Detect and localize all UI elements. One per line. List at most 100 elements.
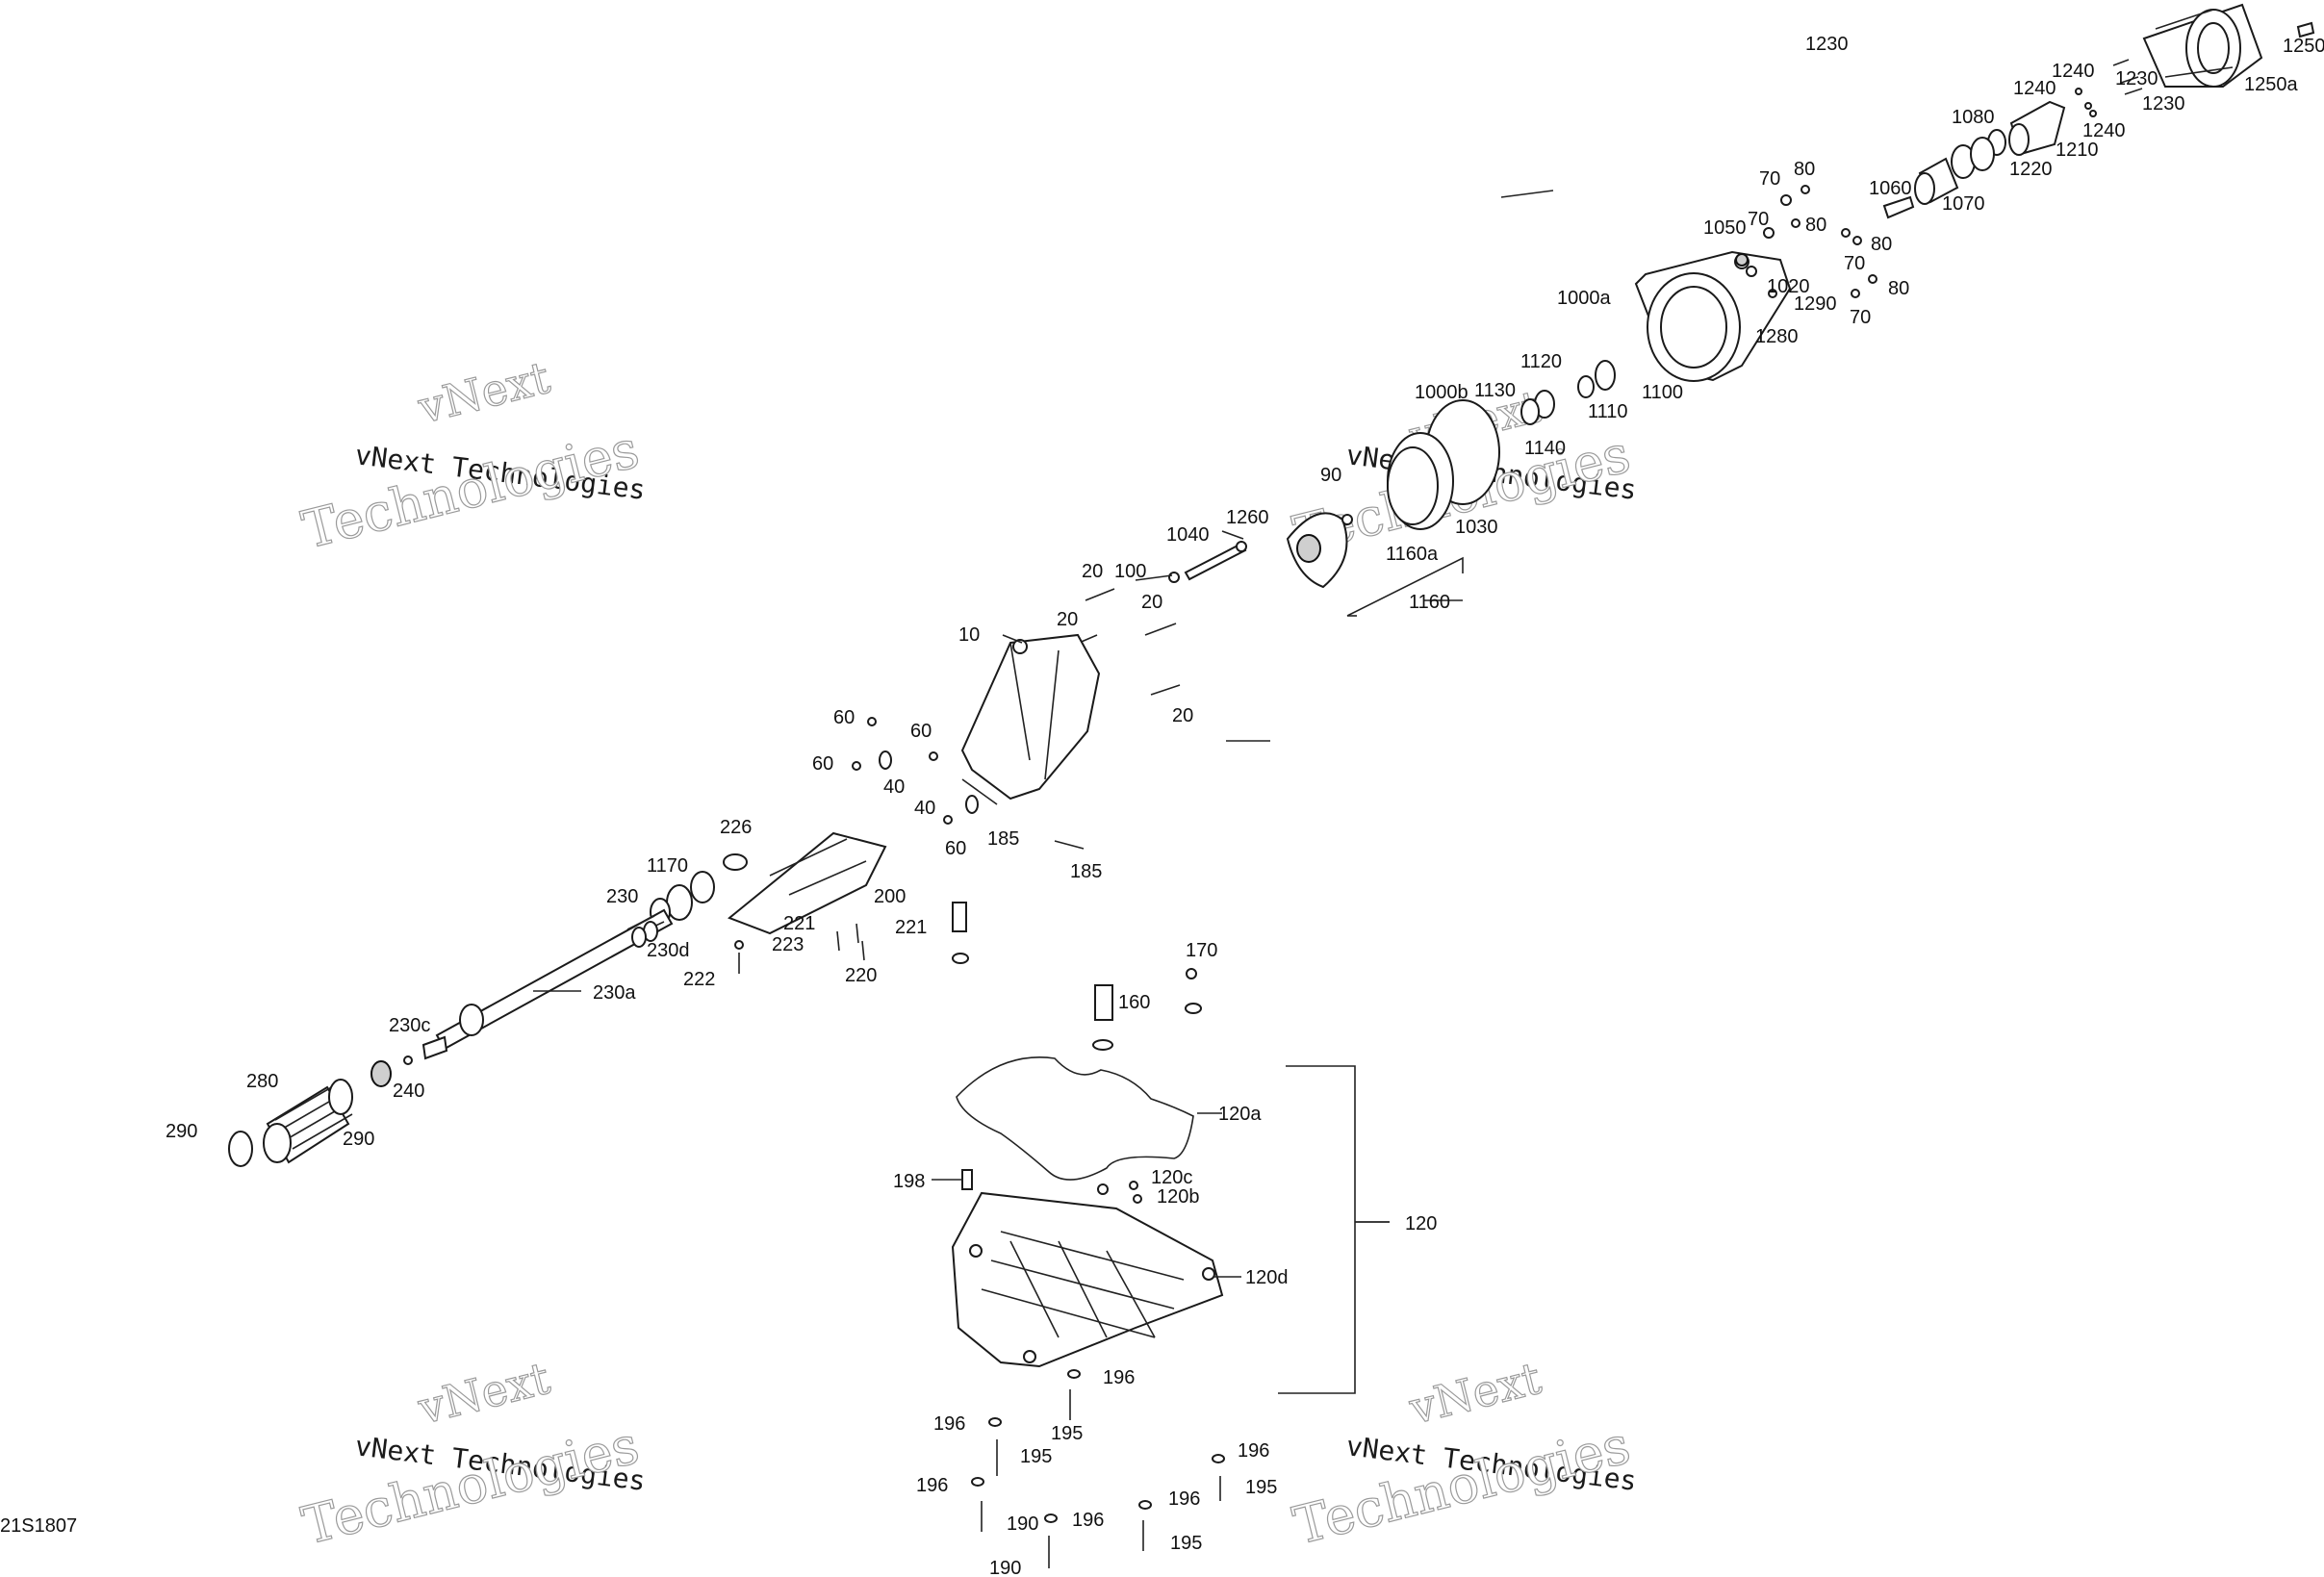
callout-80: 80 xyxy=(1871,234,1892,255)
callout-198: 198 xyxy=(893,1171,925,1192)
leader-lines xyxy=(533,190,1554,1278)
callout-1230: 1230 xyxy=(2115,68,2158,89)
part-60-40-fasteners xyxy=(852,717,979,825)
callout-1040: 1040 xyxy=(1166,524,1210,546)
watermark-vnext: vNext xyxy=(413,1352,555,1435)
callout-230: 230 xyxy=(606,886,638,907)
callout-1240: 1240 xyxy=(2013,78,2056,99)
callout-70: 70 xyxy=(1748,209,1769,230)
callout-185: 185 xyxy=(1070,861,1102,882)
callout-70: 70 xyxy=(1759,168,1780,190)
callout-80: 80 xyxy=(1888,278,1909,299)
part-10-support xyxy=(960,633,1101,801)
callout-labels: 1250b 1230 1240 1230 1250a 1240 1230 108… xyxy=(166,34,2324,1577)
part-1230-bolts xyxy=(2112,59,2143,95)
callout-1000a: 1000a xyxy=(1557,288,1611,309)
callout-1240: 1240 xyxy=(2052,61,2095,82)
callout-190: 190 xyxy=(1007,1513,1038,1535)
callout-160: 160 xyxy=(1118,992,1150,1013)
callout-1130: 1130 xyxy=(1474,380,1516,401)
part-1250b xyxy=(2296,21,2315,38)
callout-90: 90 xyxy=(1320,465,1341,486)
callout-60: 60 xyxy=(812,753,833,775)
callout-1230: 1230 xyxy=(2142,93,2185,114)
part-120d-ride-plate xyxy=(951,1191,1224,1368)
callout-1140: 1140 xyxy=(1524,438,1566,459)
part-190-195-196-screws xyxy=(971,1369,1225,1568)
callout-230d: 230d xyxy=(647,940,690,961)
callout-1070: 1070 xyxy=(1942,193,1985,215)
callout-20: 20 xyxy=(1057,609,1078,630)
callout-1220: 1220 xyxy=(2009,159,2053,180)
callout-1110: 1110 xyxy=(1588,401,1628,422)
callout-221: 221 xyxy=(783,913,815,934)
part-1070-ring xyxy=(1914,157,1959,205)
callout-1100: 1100 xyxy=(1642,382,1683,403)
callout-70: 70 xyxy=(1850,307,1871,328)
callout-120b: 120b xyxy=(1157,1186,1200,1208)
callout-120d: 120d xyxy=(1245,1267,1289,1288)
part-1040-lever xyxy=(1168,541,1247,583)
callout-185: 185 xyxy=(987,828,1019,850)
callout-196: 196 xyxy=(916,1475,948,1496)
callout-190: 190 xyxy=(989,1558,1021,1577)
callout-1000b: 1000b xyxy=(1415,382,1468,403)
part-1160a-impeller xyxy=(1286,512,1353,589)
callout-60: 60 xyxy=(945,838,966,859)
part-120a-gasket xyxy=(956,1056,1194,1181)
callout-120c: 120c xyxy=(1151,1167,1192,1188)
part-280-boot xyxy=(263,1084,353,1164)
callout-20: 20 xyxy=(1141,592,1162,613)
callout-100: 100 xyxy=(1114,561,1146,582)
watermark-vnext: vNext xyxy=(1404,1352,1546,1435)
callout-120a: 120a xyxy=(1218,1104,1262,1125)
callout-1120: 1120 xyxy=(1520,351,1562,372)
part-226-ring xyxy=(723,853,748,871)
part-120b-120c-198 xyxy=(961,1169,1142,1204)
callout-20: 20 xyxy=(1172,705,1193,726)
part-120-bracket xyxy=(1278,1065,1390,1394)
callout-1170: 1170 xyxy=(647,855,688,877)
callout-120: 120 xyxy=(1405,1213,1437,1234)
part-20-pins xyxy=(1069,588,1181,696)
callout-221: 221 xyxy=(895,917,927,938)
part-1250a-venturi xyxy=(2142,3,2263,88)
part-1000b-1030-liner xyxy=(1387,399,1500,530)
callout-40: 40 xyxy=(914,798,935,819)
watermark-tech: Technologies xyxy=(1288,1414,1636,1557)
callout-222: 222 xyxy=(683,969,715,990)
callout-195: 195 xyxy=(1020,1446,1052,1467)
callout-170: 170 xyxy=(1186,940,1217,961)
callout-240: 240 xyxy=(393,1081,424,1102)
callout-200: 200 xyxy=(874,886,906,907)
callout-196: 196 xyxy=(1103,1367,1135,1388)
callout-226: 226 xyxy=(720,817,752,838)
part-230c-seal xyxy=(421,1035,448,1060)
callout-1250a: 1250a xyxy=(2244,74,2298,95)
watermark-tech: Technologies xyxy=(296,419,645,561)
part-200-bracket xyxy=(728,831,887,935)
callout-70: 70 xyxy=(1844,253,1865,274)
callout-1160a: 1160a xyxy=(1386,544,1439,565)
part-1220-orings xyxy=(1951,129,2006,179)
watermark-bottom-left: vNext vNext Technologies Technologies xyxy=(295,1351,647,1557)
callout-230c: 230c xyxy=(389,1015,430,1036)
callout-195: 195 xyxy=(1051,1423,1083,1444)
callout-1290: 1290 xyxy=(1794,293,1837,315)
callout-1080: 1080 xyxy=(1952,107,1995,128)
callout-280: 280 xyxy=(246,1071,278,1092)
callout-60: 60 xyxy=(910,721,932,742)
callout-1240: 1240 xyxy=(2082,120,2126,141)
callout-196: 196 xyxy=(933,1413,965,1435)
callout-195: 195 xyxy=(1170,1533,1202,1554)
part-1160-bracket xyxy=(1346,556,1464,617)
callout-60: 60 xyxy=(833,707,855,728)
part-1210-cone xyxy=(2008,100,2066,156)
callout-196: 196 xyxy=(1072,1510,1104,1531)
callout-1060: 1060 xyxy=(1869,178,1912,199)
part-1050-1020 xyxy=(1735,253,1777,298)
part-185-clips xyxy=(961,778,1085,850)
callout-1160: 1160 xyxy=(1409,592,1450,613)
watermark-top-left: vNext vNext Technologies Technologies xyxy=(295,350,647,561)
